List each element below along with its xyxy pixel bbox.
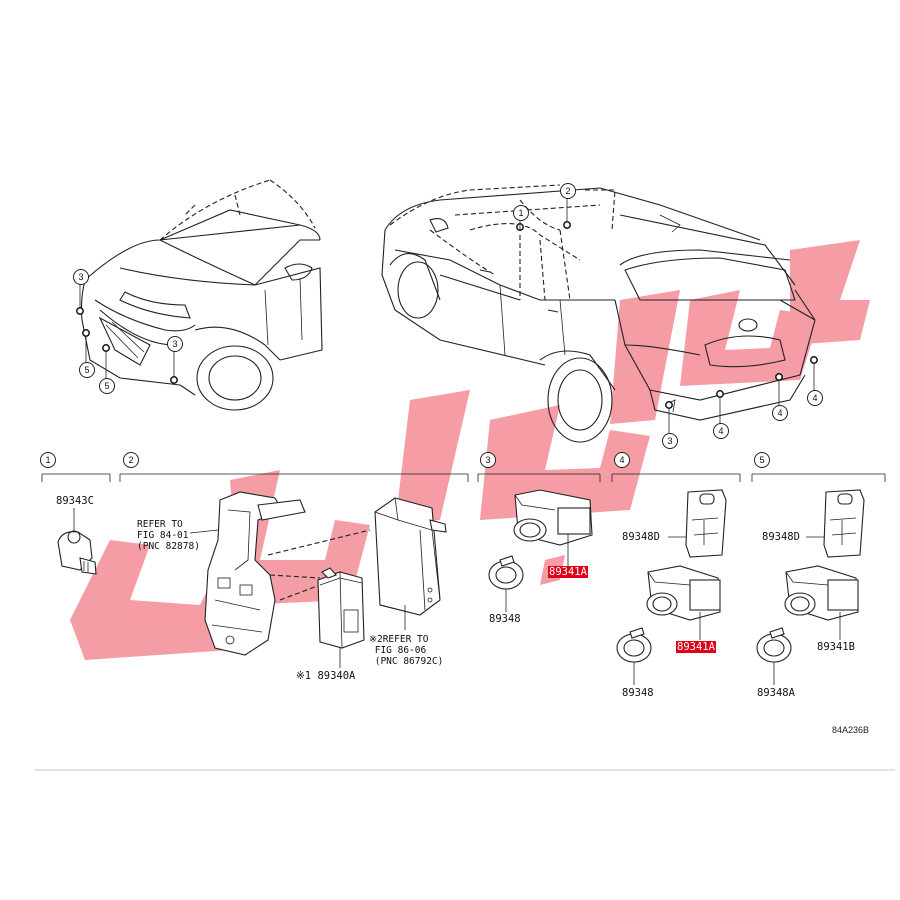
part-number-89340a: 89340A: [317, 670, 356, 682]
callout-5-front-right: 5: [99, 378, 115, 394]
callout-4-rear-corner: 4: [807, 390, 823, 406]
watermark: [70, 240, 870, 660]
part-label-89341b: 89341B: [817, 641, 855, 653]
section-3-drawing: [488, 489, 593, 612]
figure-code: 84A236B: [832, 725, 870, 735]
section-4-index: 4: [614, 452, 630, 468]
section-5-index: 5: [754, 452, 770, 468]
callout-2-rear: 2: [560, 183, 576, 199]
callout-3-front-upper: 3: [73, 269, 89, 285]
part-label-89340a: ※1 89340A: [296, 670, 355, 682]
part-label-89348a: 89348A: [757, 687, 795, 699]
callout-3-front-lower: 3: [167, 336, 183, 352]
refer-note-2-line2: FIG 86-06: [374, 645, 427, 656]
refer-note-2-line3: (PNC 86792C): [374, 656, 444, 667]
refer-note-1-line2: FIG 84-01: [137, 530, 189, 541]
refer-note-1-line1: REFER TO: [137, 519, 183, 530]
mark-2: ※2: [369, 634, 383, 645]
part-89343c-drawing: [57, 508, 97, 575]
callout-3-rear: 3: [662, 433, 678, 449]
refer-note-1-line3: (PNC 82878): [137, 541, 200, 552]
section-2-index: 2: [123, 452, 139, 468]
part-label-89341a-s3: 89341A: [548, 566, 588, 578]
part-label-89348d-s4: 89348D: [622, 531, 660, 543]
refer-note-2: ※2REFER TO FIG 86-06 (PNC 86792C): [369, 634, 443, 667]
section-3-index: 3: [480, 452, 496, 468]
callout-4-rear-right: 4: [772, 405, 788, 421]
section-rules: [41, 473, 886, 482]
refer-note-1: REFER TO FIG 84-01 (PNC 82878): [137, 519, 200, 552]
section-4-drawing: [616, 489, 727, 685]
rear-vehicle: [381, 184, 818, 443]
mark-1: ※1: [296, 670, 312, 682]
part-label-89348d-s5: 89348D: [762, 531, 800, 543]
callout-5-front-left: 5: [79, 362, 95, 378]
part-label-89341a-s4: 89341A: [676, 641, 716, 653]
section-5-drawing: [756, 489, 865, 685]
callout-1-rear: 1: [513, 205, 529, 221]
callout-4-rear-center: 4: [713, 423, 729, 439]
refer-note-2-line1: REFER TO: [382, 634, 429, 645]
section-2-drawing: [189, 491, 447, 668]
part-label-89348-s3: 89348: [489, 613, 521, 625]
front-vehicle: [76, 179, 323, 411]
part-label-89343c: 89343C: [56, 495, 94, 507]
part-label-89348-s4: 89348: [622, 687, 654, 699]
section-1-index: 1: [40, 452, 56, 468]
